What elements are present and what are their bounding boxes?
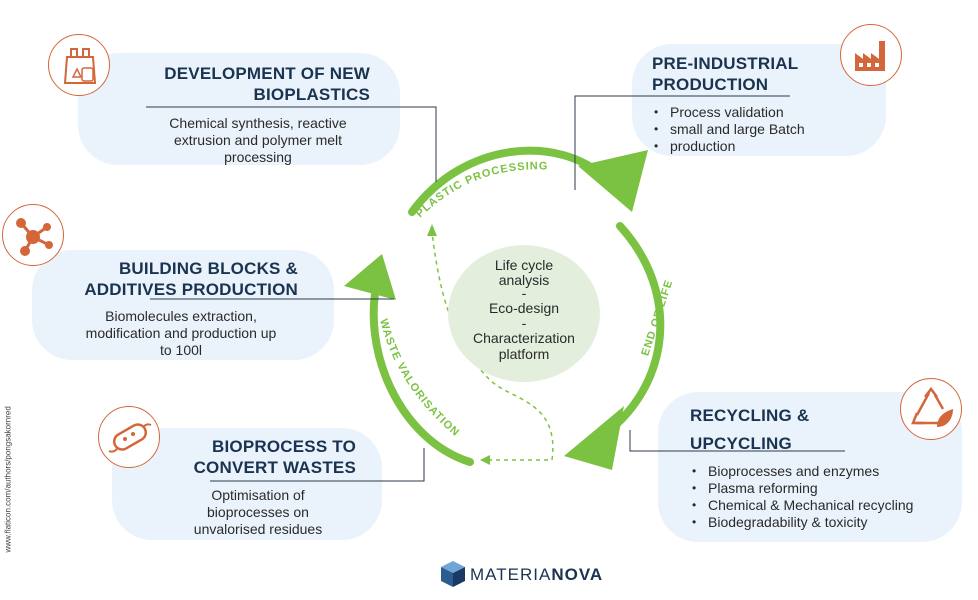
bacteria-icon [98,406,160,468]
building-card [32,250,334,360]
center-circle: Life cycle analysis - Eco-design - Chara… [448,245,600,382]
bioprocess-connector [210,448,425,482]
preindustrial-bullet-1: Process validation [652,104,862,121]
center-dash-2: - [521,315,527,331]
preindustrial-title: PRE-INDUSTRIAL PRODUCTION [652,54,799,94]
building-body: Biomolecules extraction, modification an… [85,308,277,358]
dev-connector [146,106,437,182]
center-line-2: analysis [498,272,550,288]
preindustrial-bullet-2: small and large Batch [652,121,862,138]
molecule-icon [2,204,64,266]
preindustrial-bullets: Process validation small and large Batch… [652,104,862,155]
recycling-title: RECYCLING & UPCYCLING [690,406,810,453]
recycling-bullet-4: Biodegradability & toxicity [690,514,960,531]
factory-icon [840,24,902,86]
recycling-bullet-3: Chemical & Mechanical recycling [690,497,960,514]
plastic-bag-icon [48,34,110,96]
preindustrial-connector [574,95,790,190]
brand-name-part1: MATERIA [470,565,552,584]
recycling-connector [629,430,845,452]
preindustrial-bullet-3: production [652,138,862,155]
credit-text: www.flaticon.com/authors/pongsakornred [3,406,13,553]
end-of-life-arrow [606,222,665,434]
center-line-1: Life cycle [494,257,554,273]
plastic-processing-arrowhead [578,150,648,212]
waste-valorisation-arrowhead [344,254,396,300]
bioprocess-body: Optimisation of bioprocesses on unvalori… [193,487,323,537]
recycling-bullets: Bioprocesses and enzymes Plasma reformin… [690,463,960,531]
cube-logo-icon [441,561,465,587]
brand-name-part2: NOVA [551,565,604,584]
recycle-leaf-icon [900,378,962,440]
dev-title: DEVELOPMENT OF NEW BIOPLASTICS [164,64,370,104]
bioprocess-title: BIOPROCESS TO CONVERT WASTES [193,437,356,477]
dashed-return-path [431,231,554,461]
recycling-bullet-1: Bioprocesses and enzymes [690,463,960,480]
center-line-5: platform [498,346,550,362]
dev-card [78,53,400,165]
dashed-arrowhead-up [427,224,437,236]
center-dash-1: - [521,285,527,301]
waste-valorisation-arrow [369,274,474,466]
center-line-4: Characterization [473,330,575,346]
brand-name: MATERIANOVA [470,565,603,585]
center-line-3: Eco-design [488,300,560,316]
dev-body: Chemical synthesis, reactive extrusion a… [169,115,347,165]
dashed-arrowhead-left [480,455,490,465]
recycling-bullet-2: Plasma reforming [690,480,960,497]
plastic-processing-arrow [408,146,609,216]
end-of-life-arrowhead [564,406,624,470]
building-title: BUILDING BLOCKS & ADDITIVES PRODUCTION [84,259,298,299]
